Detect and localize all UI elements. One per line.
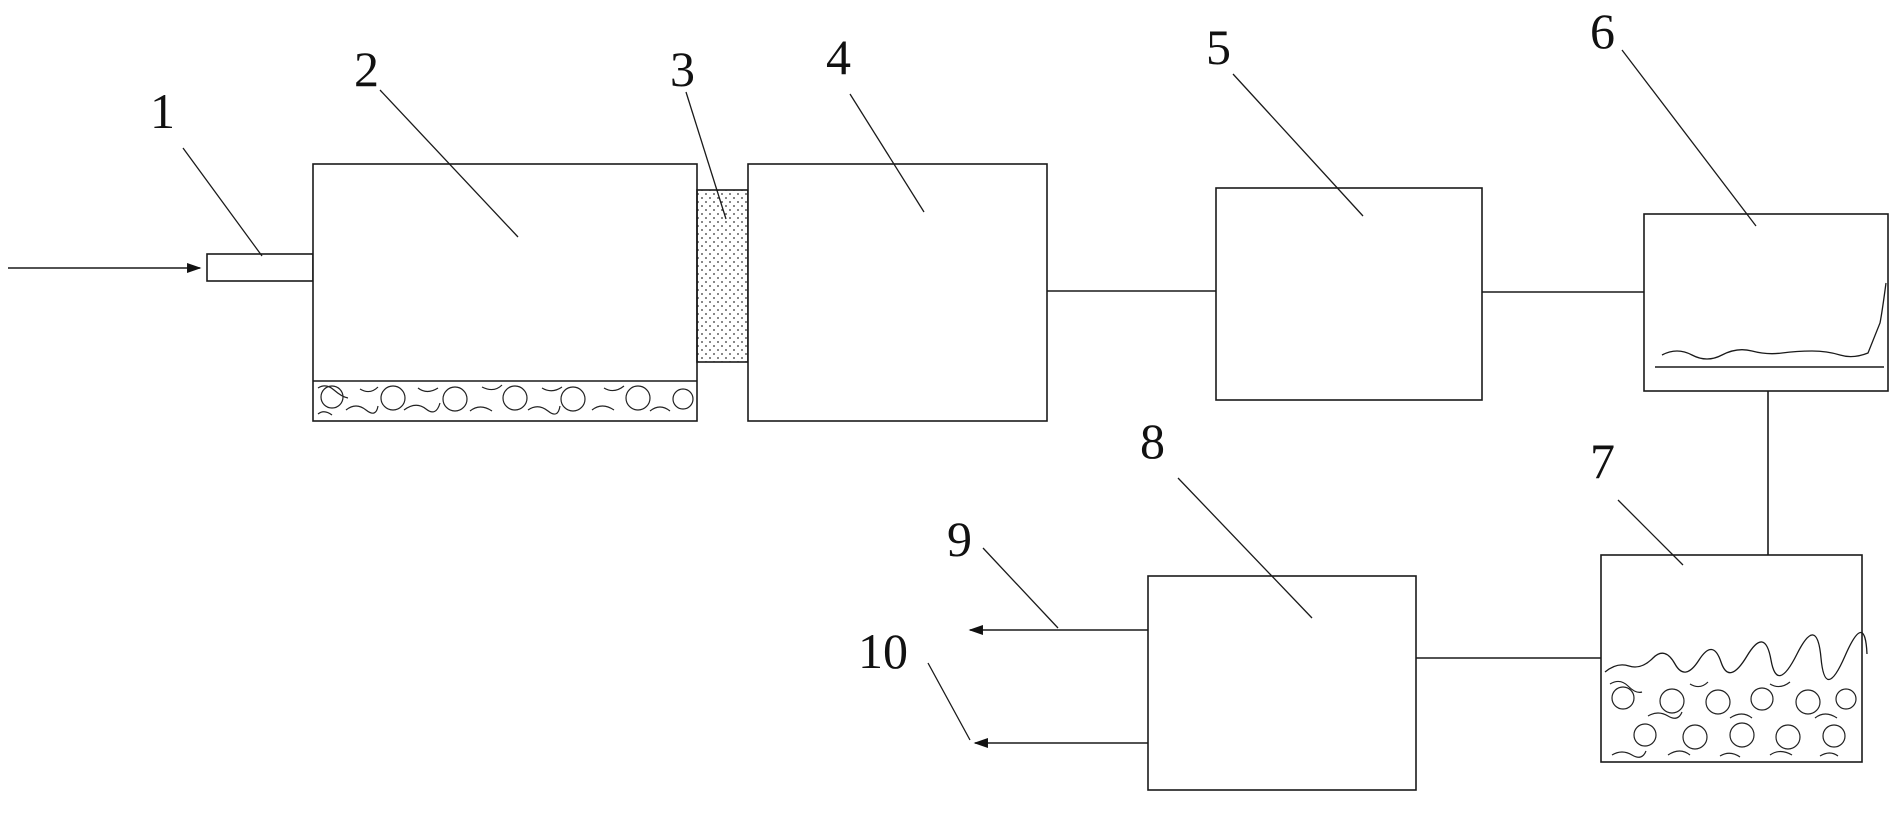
label-8: 8 — [1140, 413, 1165, 469]
leader-4 — [849, 93, 925, 213]
leader-6 — [1621, 49, 1757, 227]
leader-8 — [1177, 477, 1313, 619]
leader-9 — [982, 547, 1059, 629]
unit-8 — [1147, 575, 1417, 791]
leader-5 — [1232, 73, 1364, 217]
label-10: 10 — [858, 623, 908, 679]
tank-2-gravel-bed — [317, 384, 694, 416]
label-3: 3 — [670, 41, 695, 97]
label-5: 5 — [1206, 19, 1231, 75]
leader-1 — [182, 147, 263, 257]
tank-6 — [1643, 213, 1889, 392]
tank-2-body — [312, 163, 698, 422]
label-2: 2 — [354, 41, 379, 97]
leader-7 — [1617, 499, 1684, 566]
tank-7-body — [1600, 554, 1863, 763]
filter-section-3 — [696, 189, 749, 363]
label-1: 1 — [150, 83, 175, 139]
tank-6-body — [1643, 213, 1889, 392]
leader-3 — [685, 91, 727, 220]
label-7: 7 — [1590, 433, 1615, 489]
tank-6-liquid-surface — [1661, 282, 1887, 360]
tank-7 — [1600, 554, 1868, 763]
tank-2 — [312, 163, 698, 422]
tank-7-gravel-bed — [1609, 680, 1857, 758]
inlet-pipe-body — [206, 253, 314, 282]
leader-2 — [379, 89, 519, 238]
unit-4 — [747, 163, 1048, 422]
label-4: 4 — [826, 29, 851, 85]
label-6: 6 — [1590, 3, 1615, 59]
unit-5 — [1215, 187, 1483, 401]
inlet-pipe — [8, 253, 314, 282]
tank-7-gravel-top — [1604, 632, 1868, 680]
label-9: 9 — [947, 511, 972, 567]
leader-10 — [927, 662, 971, 741]
